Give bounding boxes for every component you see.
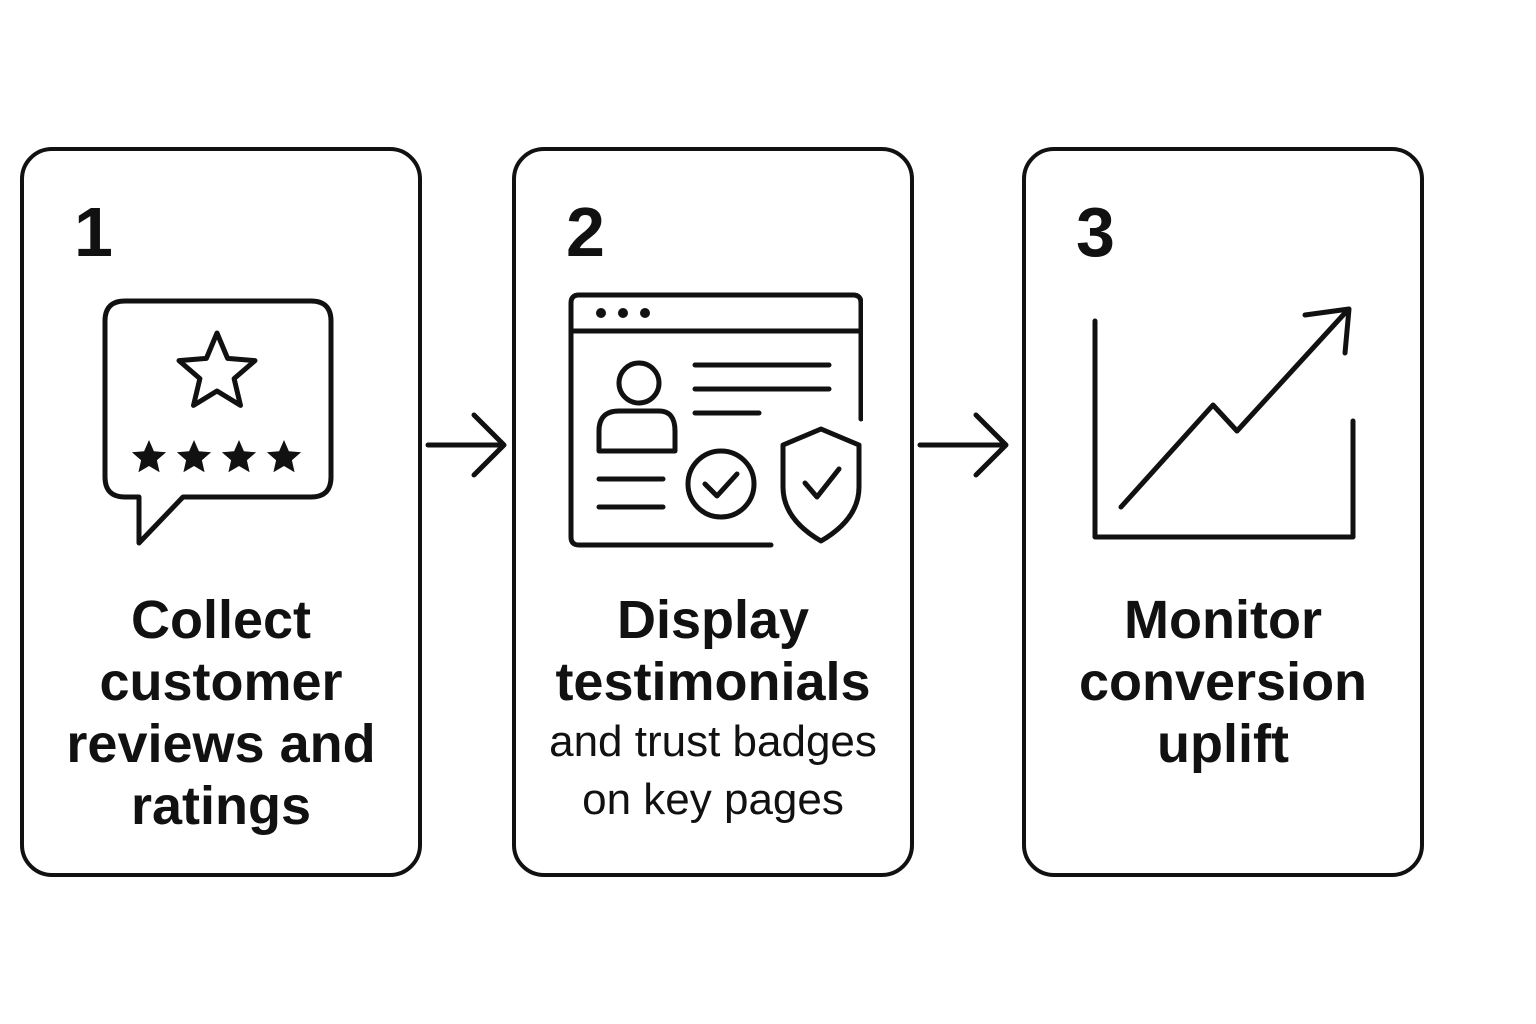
- step-caption: Collect customer reviews and ratings: [24, 589, 418, 837]
- step-caption: Display testimonials and trust badges on…: [516, 589, 910, 829]
- step-number: 2: [566, 193, 605, 271]
- caption-line: Collect: [130, 590, 312, 650]
- caption-line: testimonials: [555, 652, 871, 712]
- caption-line: conversion: [1078, 652, 1368, 712]
- step-card-2: 2 Display testimonials and trust badges …: [512, 147, 914, 877]
- caption-line: Display: [616, 590, 810, 650]
- step-number: 1: [74, 193, 113, 271]
- right-arrow-icon: [425, 412, 507, 478]
- caption-line: Monitor: [1124, 590, 1322, 650]
- caption-line: uplift: [1157, 714, 1289, 774]
- browser-testimonial-badge-icon: [568, 292, 863, 548]
- growth-chart-icon: [1092, 306, 1356, 540]
- review-bubble-icon: [102, 298, 334, 546]
- caption-line: and trust badges: [549, 717, 877, 766]
- caption-line: on key pages: [582, 775, 844, 824]
- right-arrow-icon: [917, 412, 1009, 478]
- step-card-1: 1 Collect customer reviews and ratings: [20, 147, 422, 877]
- caption-line: ratings: [130, 776, 312, 836]
- caption-line: reviews and: [66, 714, 376, 774]
- caption-line: customer: [99, 652, 343, 712]
- step-card-3: 3 Monitor conversion uplift: [1022, 147, 1424, 877]
- step-number: 3: [1076, 193, 1115, 271]
- step-caption: Monitor conversion uplift: [1026, 589, 1420, 775]
